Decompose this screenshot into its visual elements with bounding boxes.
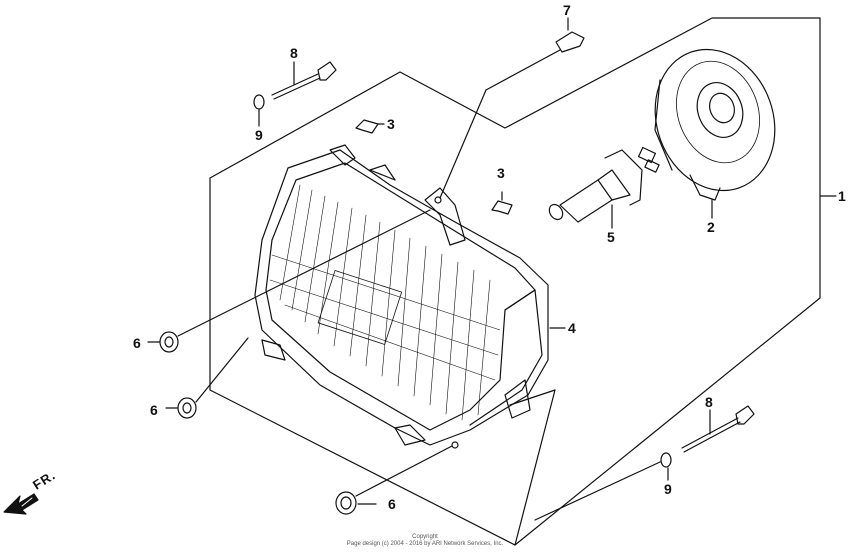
bolt-upper	[272, 62, 336, 99]
callout-1: 1	[838, 188, 846, 204]
callout-7: 7	[563, 2, 571, 18]
callout-8-upper: 8	[290, 45, 298, 61]
leader-bolt-lower	[535, 462, 660, 520]
headlight-case	[636, 33, 794, 208]
callout-2: 2	[707, 219, 715, 235]
lower-mount-outline	[510, 390, 555, 545]
leader-6a-long	[178, 210, 430, 336]
grommet-b	[178, 398, 196, 418]
bolt-lower	[682, 406, 754, 452]
callout-6-left: 6	[133, 335, 141, 351]
callout-3-middle: 3	[497, 165, 505, 181]
callout-4: 4	[568, 320, 576, 336]
grommet-a	[160, 332, 178, 352]
clip-upper	[356, 120, 378, 133]
callout-3-upper: 3	[387, 116, 395, 132]
copyright-line-1: Copyright	[412, 534, 438, 540]
callout-6-lower-left: 6	[150, 402, 158, 418]
bolt-7	[556, 32, 584, 52]
callout-9-upper: 9	[255, 127, 263, 143]
front-direction-arrow-icon	[4, 494, 38, 514]
leader-6c-long	[356, 446, 452, 496]
callout-5: 5	[607, 229, 615, 245]
leader-7-long	[486, 50, 560, 90]
grommet-c	[336, 492, 356, 514]
washer-upper	[254, 95, 264, 109]
washer-lower	[661, 453, 671, 467]
callout-8-lower: 8	[705, 394, 713, 410]
assembly-outline	[210, 18, 820, 545]
copyright-line-2: Page design (c) 2004 - 2016 by ARI Netwo…	[346, 541, 504, 547]
callout-9-lower: 9	[664, 481, 672, 497]
headlight-bulb	[547, 148, 660, 222]
leader-7-down	[440, 90, 486, 198]
leader-6b-long	[196, 338, 248, 402]
clip-middle	[492, 201, 512, 214]
callout-6-bottom: 6	[388, 496, 396, 512]
headlight-unit	[255, 145, 548, 448]
